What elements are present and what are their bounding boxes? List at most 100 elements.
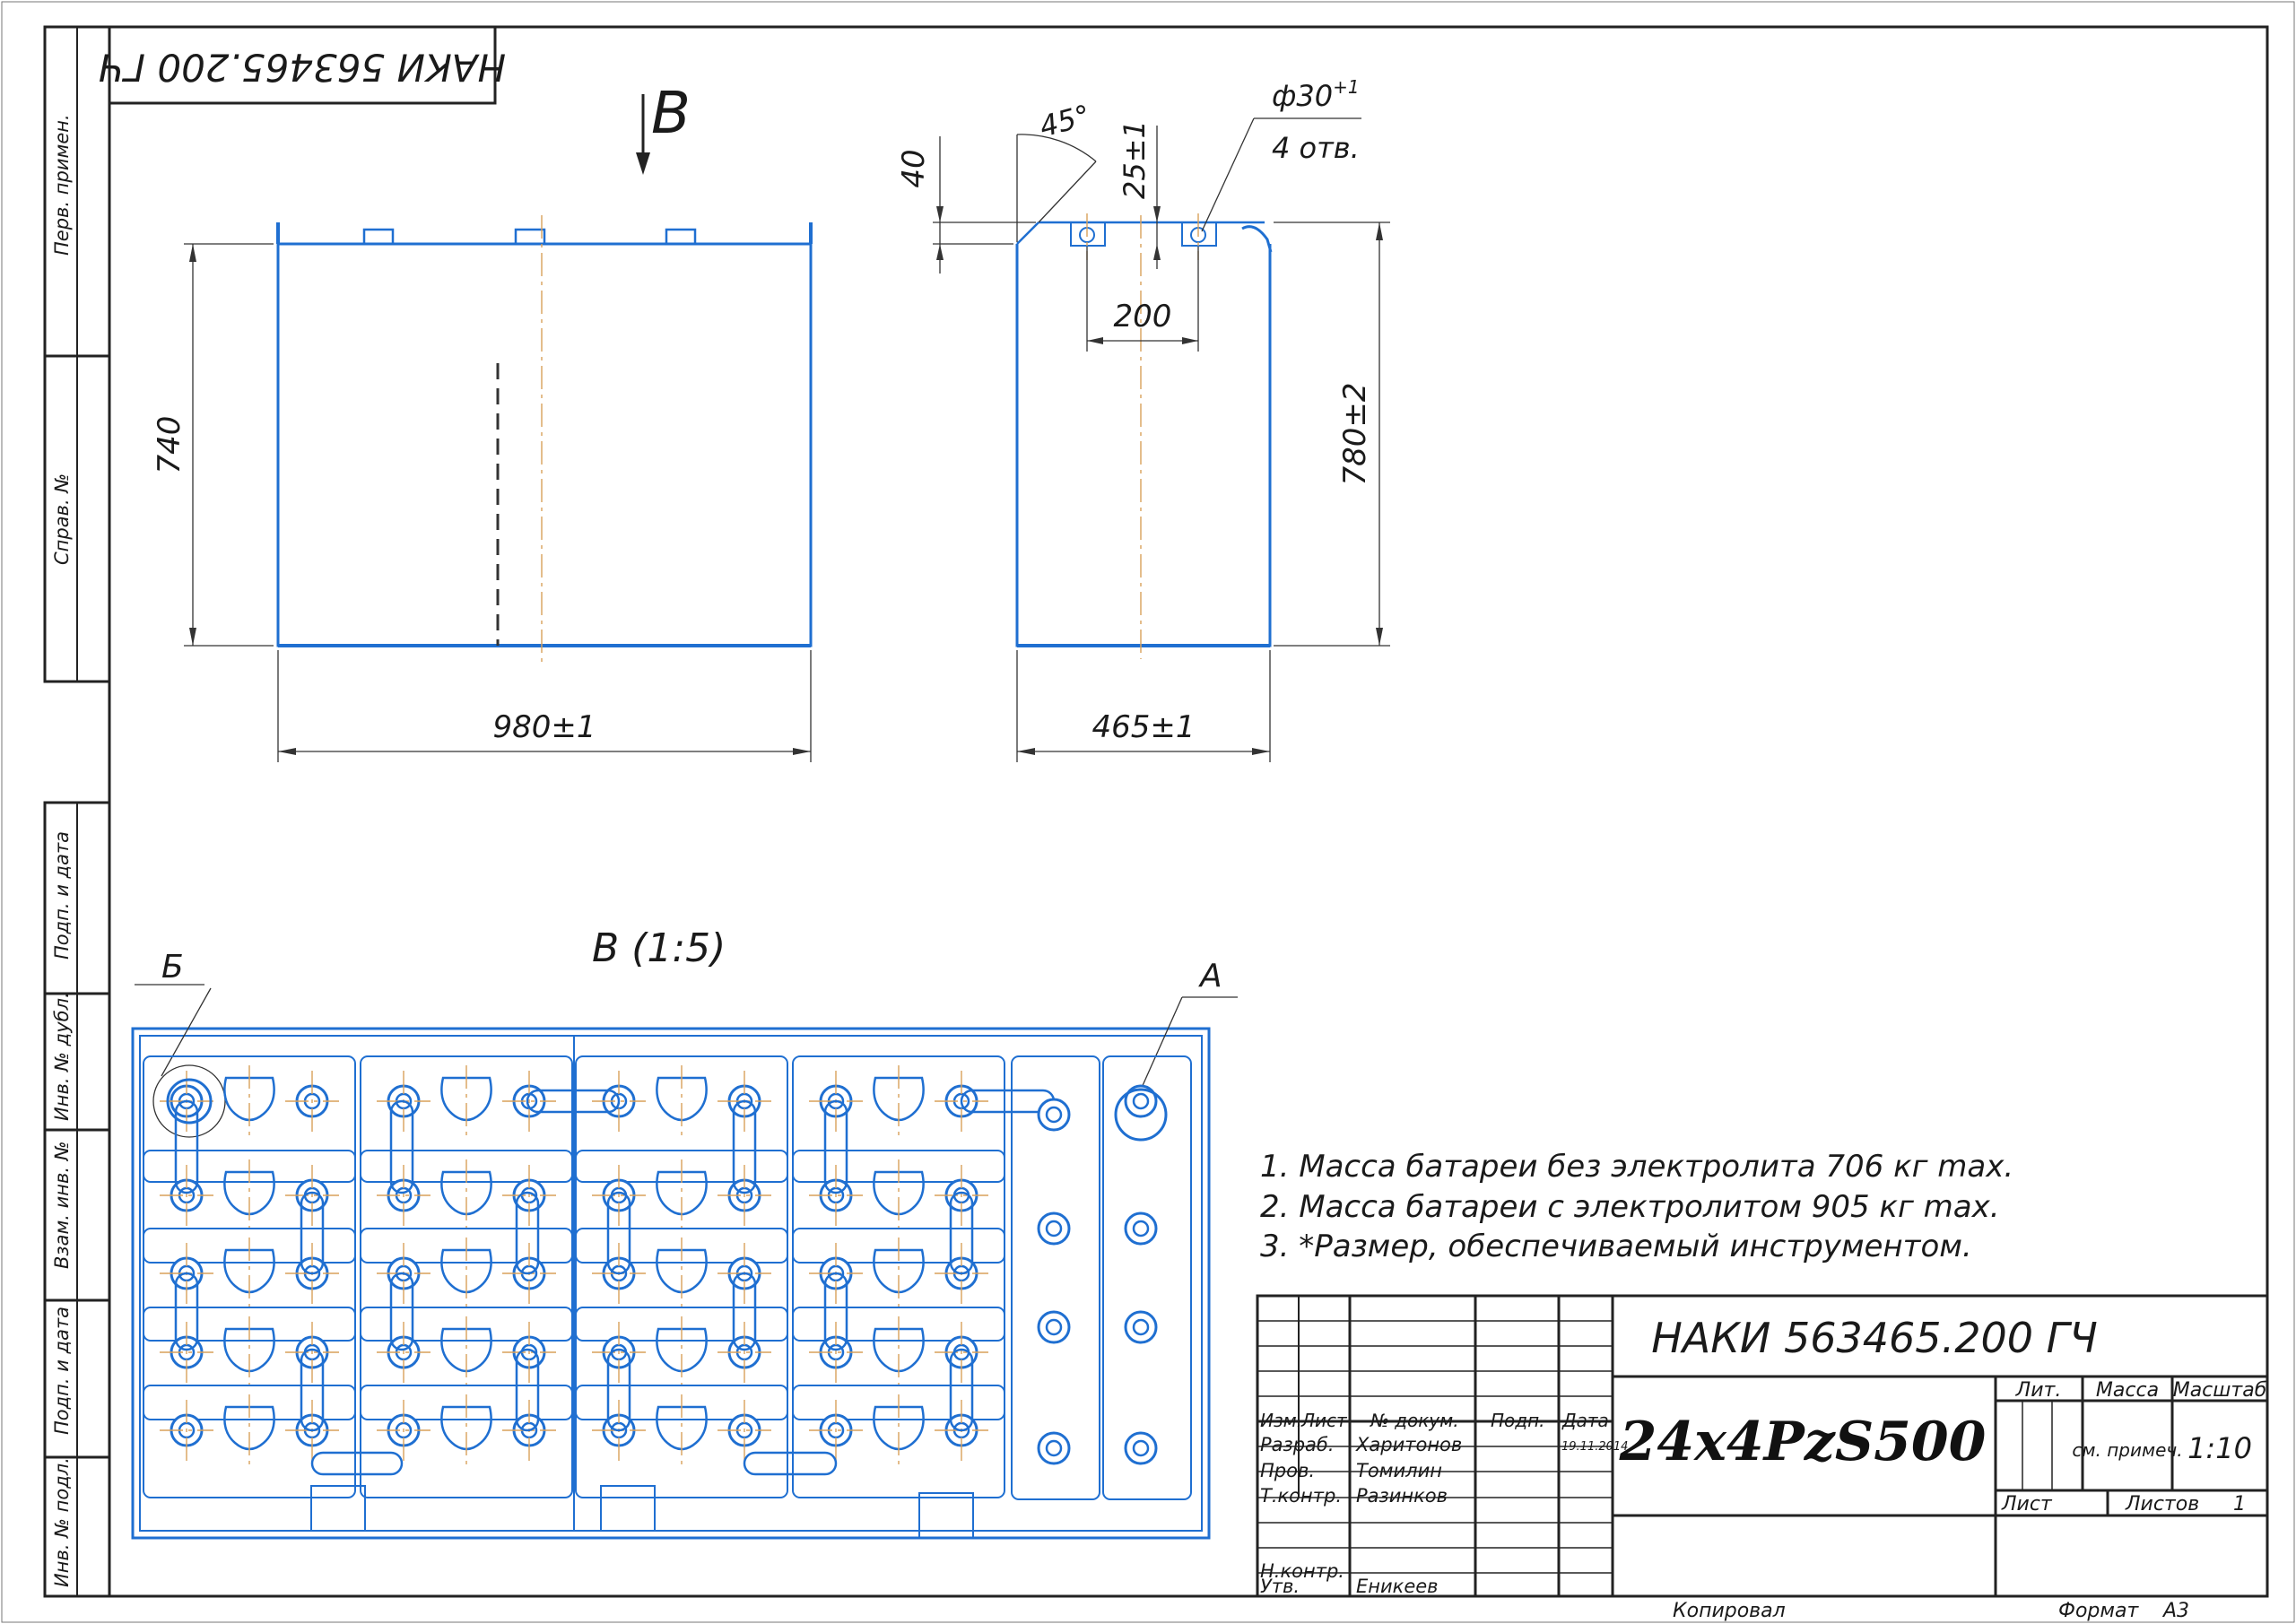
listov-label: Листов bbox=[2125, 1493, 2199, 1515]
terminal-b bbox=[166, 1078, 213, 1125]
vent-plug bbox=[440, 1170, 492, 1216]
footer-kopiroval: Копировал bbox=[1673, 1600, 1786, 1622]
hdr-podp: Подп. bbox=[1491, 1410, 1545, 1431]
listov-value: 1 bbox=[2233, 1493, 2246, 1515]
vent-plug bbox=[656, 1405, 708, 1451]
terminal-tab bbox=[918, 1492, 974, 1539]
terminal-height-dim: 25±1 bbox=[1118, 120, 1152, 199]
terminal-pole-inner bbox=[1045, 1220, 1063, 1238]
inter-cell-connector-h bbox=[526, 1089, 621, 1114]
vent-plug bbox=[656, 1170, 708, 1216]
terminal-pole bbox=[1124, 1431, 1158, 1465]
scale-value: 1:10 bbox=[2187, 1431, 2252, 1465]
inter-cell-connector bbox=[389, 1272, 414, 1351]
cell-block bbox=[792, 1150, 1005, 1264]
footer-format-label: Формат bbox=[2058, 1600, 2139, 1622]
strip-inv-dubl: Инв. № дубл. bbox=[51, 992, 73, 1121]
hdr-data: Дата bbox=[1561, 1410, 1609, 1431]
hdr-izm: Изм. bbox=[1260, 1410, 1302, 1431]
cell-block bbox=[575, 1385, 788, 1498]
vent-plug bbox=[656, 1248, 708, 1294]
detail-label-b: Б bbox=[161, 949, 184, 986]
terminal-pole bbox=[1124, 1084, 1158, 1118]
terminal-pole-inner bbox=[1132, 1439, 1150, 1457]
cell-block bbox=[143, 1228, 356, 1342]
side-view: 780±2 465±1 200 40 25±1 45° ф30 bbox=[896, 76, 1390, 762]
detail-view bbox=[131, 984, 1238, 1540]
side-height-dim: 780±2 bbox=[1337, 382, 1373, 485]
strip-perv-primen: Перв. примен. bbox=[51, 114, 73, 256]
strip-podp-data-2: Подп. и дата bbox=[51, 1307, 73, 1435]
inter-cell-connector bbox=[300, 1348, 325, 1432]
list-label: Лист bbox=[2001, 1493, 2053, 1515]
cell-block-end-left bbox=[1011, 1055, 1100, 1500]
vent-plug bbox=[223, 1405, 275, 1451]
inter-cell-connector bbox=[174, 1099, 199, 1194]
product-name: 24x4PzS500 bbox=[1619, 1411, 1987, 1473]
vent-plug bbox=[873, 1248, 925, 1294]
cell-block bbox=[143, 1307, 356, 1420]
inter-cell-connector bbox=[515, 1191, 540, 1275]
inter-cell-connector bbox=[389, 1099, 414, 1194]
vent-plug bbox=[873, 1405, 925, 1451]
cell-block bbox=[360, 1307, 573, 1420]
vent-plug bbox=[223, 1327, 275, 1373]
title-block: Изм. Лист № докум. Подп. Дата Разраб. Пр… bbox=[1256, 1294, 2269, 1598]
footer-format-value: А3 bbox=[2161, 1600, 2189, 1622]
terminal-pole-inner bbox=[1132, 1220, 1150, 1238]
designation-box-rotated: НАКИ 563465.200 ГЧ bbox=[99, 25, 506, 105]
inter-cell-connector bbox=[949, 1348, 974, 1432]
terminal-pole bbox=[1037, 1310, 1071, 1344]
vent-plug bbox=[223, 1076, 275, 1122]
masshtab-label: Масштаб bbox=[2173, 1379, 2267, 1402]
cell-block bbox=[792, 1385, 1005, 1498]
vent-plug bbox=[223, 1248, 275, 1294]
inter-cell-connector-h bbox=[743, 1451, 838, 1476]
massa-value: см. примеч. bbox=[2072, 1439, 2182, 1461]
inter-cell-connector bbox=[515, 1348, 540, 1432]
notes: 1. Масса батареи без электролита 706 кг … bbox=[1260, 1149, 2013, 1264]
side-width-dim: 465±1 bbox=[1091, 709, 1195, 745]
vent-plug bbox=[440, 1248, 492, 1294]
offset-40-dim: 40 bbox=[896, 149, 932, 187]
name-razrab: Харитонов bbox=[1355, 1434, 1462, 1455]
strip-vzam-inv: Взам. инв. № bbox=[51, 1141, 73, 1269]
terminal-pole bbox=[1037, 1098, 1071, 1132]
view-arrow: В bbox=[636, 81, 691, 175]
view-arrow-label: В bbox=[651, 81, 691, 147]
detail-label-a: А bbox=[1198, 958, 1222, 994]
inter-cell-connector bbox=[823, 1272, 848, 1351]
terminal-tab bbox=[600, 1485, 656, 1532]
chamfer-angle: 45° bbox=[1036, 98, 1094, 143]
name-tkontr: Разинков bbox=[1356, 1485, 1448, 1507]
vent-plug bbox=[873, 1170, 925, 1216]
hole-dia: ф30+1 bbox=[1272, 76, 1360, 113]
title-block-designation: НАКИ 563465.200 ГЧ bbox=[1651, 1314, 2098, 1362]
note-2: 2. Масса батареи с электролитом 905 кг m… bbox=[1260, 1189, 2000, 1225]
cell-block bbox=[575, 1228, 788, 1342]
strip-inv-podl: Инв. № подл. bbox=[51, 1457, 73, 1587]
terminal-pole bbox=[1037, 1431, 1071, 1465]
role-prov: Пров. bbox=[1260, 1460, 1315, 1481]
role-nkontr: Н.контр. bbox=[1260, 1560, 1344, 1582]
terminal-pole bbox=[1037, 1211, 1071, 1246]
note-1: 1. Масса батареи без электролита 706 кг … bbox=[1260, 1149, 2013, 1185]
inter-cell-connector bbox=[732, 1272, 757, 1351]
strip-sprav-no: Справ. № bbox=[51, 473, 73, 565]
role-utv: Утв. bbox=[1260, 1576, 1300, 1597]
inter-cell-connector bbox=[174, 1272, 199, 1351]
vent-plug bbox=[656, 1327, 708, 1373]
role-tkontr: Т.контр. bbox=[1260, 1485, 1342, 1507]
inter-cell-connector bbox=[300, 1191, 325, 1275]
cell-block bbox=[360, 1150, 573, 1264]
vent-plug bbox=[440, 1327, 492, 1373]
hdr-list: Лист bbox=[1300, 1410, 1348, 1431]
inter-cell-connector bbox=[606, 1348, 631, 1432]
terminal-a bbox=[1114, 1088, 1168, 1142]
inter-cell-connector bbox=[732, 1099, 757, 1194]
cell-block bbox=[360, 1385, 573, 1498]
terminal-pole-inner bbox=[1132, 1318, 1150, 1336]
cell-block bbox=[360, 1228, 573, 1342]
cell-block bbox=[143, 1385, 356, 1498]
spacing-dim: 200 bbox=[1114, 299, 1172, 334]
